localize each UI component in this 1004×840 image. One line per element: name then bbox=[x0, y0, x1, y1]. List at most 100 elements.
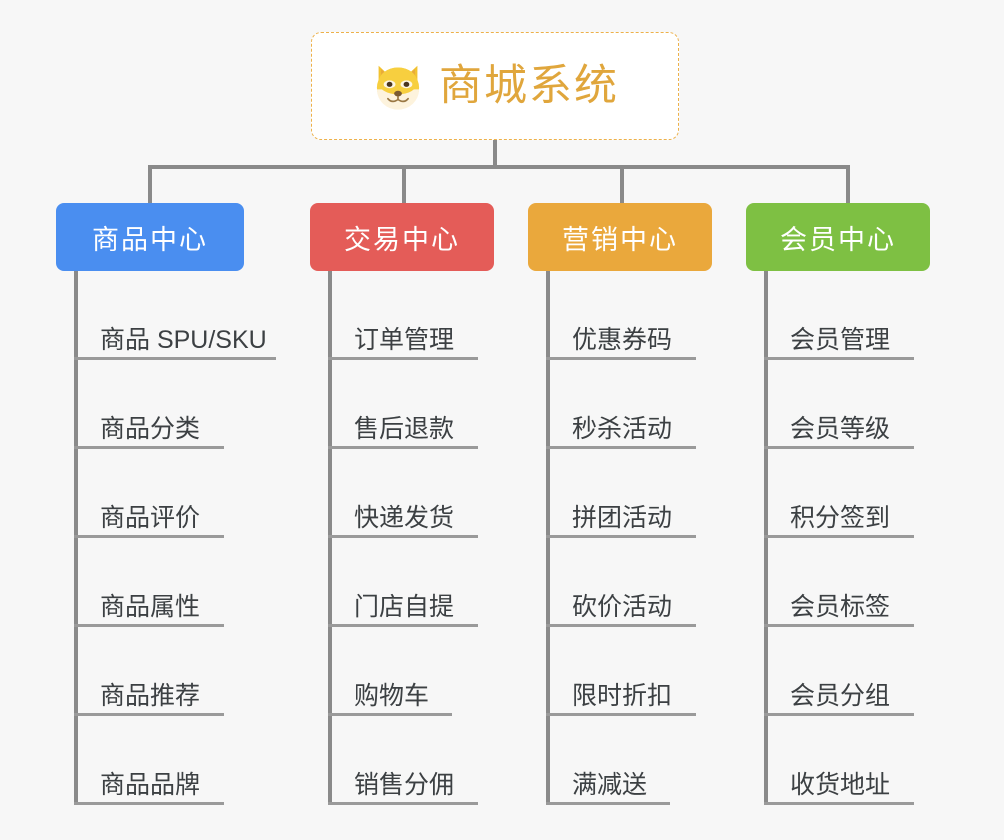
list-item-underline bbox=[74, 446, 224, 449]
list-item-label: 限时折扣 bbox=[572, 681, 673, 710]
list-item[interactable]: 满减送 bbox=[528, 716, 758, 805]
list-item-label: 会员标签 bbox=[790, 592, 891, 621]
list-item-underline bbox=[546, 446, 696, 449]
list-item[interactable]: 售后退款 bbox=[310, 360, 540, 449]
list-item[interactable]: 商品分类 bbox=[56, 360, 306, 449]
list-item-underline bbox=[764, 713, 914, 716]
list-item-label: 商品 SPU/SKU bbox=[100, 325, 267, 354]
root-title: 商城系统 bbox=[439, 61, 619, 110]
list-item[interactable]: 销售分佣 bbox=[310, 716, 540, 805]
list-item[interactable]: 订单管理 bbox=[310, 271, 540, 360]
root-node[interactable]: 商城系统 bbox=[311, 32, 679, 140]
shiba-dog-face-icon bbox=[376, 65, 420, 110]
list-item[interactable]: 商品 SPU/SKU bbox=[56, 271, 306, 360]
list-item-label: 购物车 bbox=[354, 681, 430, 710]
list-item-underline bbox=[328, 446, 478, 449]
list-item-underline bbox=[764, 535, 914, 538]
list-item[interactable]: 商品推荐 bbox=[56, 627, 306, 716]
list-item[interactable]: 秒杀活动 bbox=[528, 360, 758, 449]
branch-header-label: 营销中心 bbox=[562, 224, 678, 255]
list-item[interactable]: 收货地址 bbox=[746, 716, 976, 805]
list-item-underline bbox=[546, 357, 696, 360]
list-item-underline bbox=[74, 624, 224, 627]
list-item-label: 积分签到 bbox=[790, 503, 891, 532]
list-item[interactable]: 会员管理 bbox=[746, 271, 976, 360]
list-item-underline bbox=[764, 802, 914, 805]
list-item-underline bbox=[764, 357, 914, 360]
list-item-label: 商品评价 bbox=[100, 503, 201, 532]
list-item-underline bbox=[328, 624, 478, 627]
connector-drop-1 bbox=[148, 165, 152, 205]
list-item[interactable]: 拼团活动 bbox=[528, 449, 758, 538]
branch-spine-1 bbox=[74, 271, 78, 805]
list-item-underline bbox=[546, 535, 696, 538]
list-item-label: 销售分佣 bbox=[354, 770, 455, 799]
list-item-label: 订单管理 bbox=[354, 325, 455, 354]
list-item-label: 商品品牌 bbox=[100, 770, 201, 799]
list-item-label: 秒杀活动 bbox=[572, 414, 673, 443]
list-item[interactable]: 砍价活动 bbox=[528, 538, 758, 627]
list-item-underline bbox=[74, 713, 224, 716]
list-item[interactable]: 快递发货 bbox=[310, 449, 540, 538]
branch-header-2[interactable]: 交易中心 bbox=[310, 203, 494, 271]
branch-column-4: 会员中心 会员管理 会员等级 积分签到 会员标签 会员分组 bbox=[746, 203, 976, 805]
list-item-underline bbox=[328, 713, 452, 716]
connector-drop-2 bbox=[402, 165, 406, 205]
connector-drop-4 bbox=[846, 165, 850, 205]
list-item-label: 门店自提 bbox=[354, 592, 455, 621]
list-item[interactable]: 会员标签 bbox=[746, 538, 976, 627]
list-item[interactable]: 优惠券码 bbox=[528, 271, 758, 360]
list-item[interactable]: 商品属性 bbox=[56, 538, 306, 627]
connector-bus bbox=[148, 165, 850, 169]
list-item[interactable]: 门店自提 bbox=[310, 538, 540, 627]
list-item-underline bbox=[328, 535, 478, 538]
branch-header-label: 会员中心 bbox=[780, 224, 896, 255]
list-item-label: 砍价活动 bbox=[572, 592, 673, 621]
list-item[interactable]: 会员等级 bbox=[746, 360, 976, 449]
list-item-underline bbox=[546, 713, 696, 716]
branch-header-1[interactable]: 商品中心 bbox=[56, 203, 244, 271]
branch-header-label: 交易中心 bbox=[344, 224, 460, 255]
list-item-label: 商品属性 bbox=[100, 592, 201, 621]
branch-spine-4 bbox=[764, 271, 768, 805]
list-item-label: 收货地址 bbox=[790, 770, 891, 799]
branch-column-3: 营销中心 优惠券码 秒杀活动 拼团活动 砍价活动 限时折扣 bbox=[528, 203, 758, 805]
list-item-underline bbox=[764, 446, 914, 449]
list-item-underline bbox=[546, 624, 696, 627]
branch-items-3: 优惠券码 秒杀活动 拼团活动 砍价活动 限时折扣 满减送 bbox=[528, 271, 758, 805]
branch-spine-3 bbox=[546, 271, 550, 805]
connector-drop-3 bbox=[620, 165, 624, 205]
branch-items-1: 商品 SPU/SKU 商品分类 商品评价 商品属性 商品推荐 商品品牌 bbox=[56, 271, 306, 805]
list-item-label: 满减送 bbox=[572, 770, 648, 799]
branch-column-2: 交易中心 订单管理 售后退款 快递发货 门店自提 购物车 bbox=[310, 203, 540, 805]
list-item[interactable]: 限时折扣 bbox=[528, 627, 758, 716]
list-item-label: 会员等级 bbox=[790, 414, 891, 443]
list-item[interactable]: 商品评价 bbox=[56, 449, 306, 538]
list-item[interactable]: 商品品牌 bbox=[56, 716, 306, 805]
branch-column-1: 商品中心 商品 SPU/SKU 商品分类 商品评价 商品属性 商品推荐 bbox=[56, 203, 306, 805]
branch-header-4[interactable]: 会员中心 bbox=[746, 203, 930, 271]
list-item-label: 优惠券码 bbox=[572, 325, 673, 354]
list-item[interactable]: 积分签到 bbox=[746, 449, 976, 538]
list-item-label: 拼团活动 bbox=[572, 503, 673, 532]
branch-header-label: 商品中心 bbox=[92, 224, 208, 255]
list-item-label: 快递发货 bbox=[354, 503, 455, 532]
list-item-underline bbox=[546, 802, 670, 805]
list-item-underline bbox=[328, 357, 478, 360]
list-item-underline bbox=[74, 357, 276, 360]
list-item-label: 商品分类 bbox=[100, 414, 201, 443]
branch-items-4: 会员管理 会员等级 积分签到 会员标签 会员分组 收货地址 bbox=[746, 271, 976, 805]
list-item[interactable]: 会员分组 bbox=[746, 627, 976, 716]
branch-items-2: 订单管理 售后退款 快递发货 门店自提 购物车 销售分佣 bbox=[310, 271, 540, 805]
list-item-underline bbox=[764, 624, 914, 627]
connector-root-stem bbox=[493, 140, 497, 167]
list-item-underline bbox=[328, 802, 478, 805]
list-item-underline bbox=[74, 802, 224, 805]
list-item-underline bbox=[74, 535, 224, 538]
list-item-label: 会员分组 bbox=[790, 681, 891, 710]
branch-header-3[interactable]: 营销中心 bbox=[528, 203, 712, 271]
list-item-label: 商品推荐 bbox=[100, 681, 201, 710]
list-item[interactable]: 购物车 bbox=[310, 627, 540, 716]
list-item-label: 会员管理 bbox=[790, 325, 891, 354]
